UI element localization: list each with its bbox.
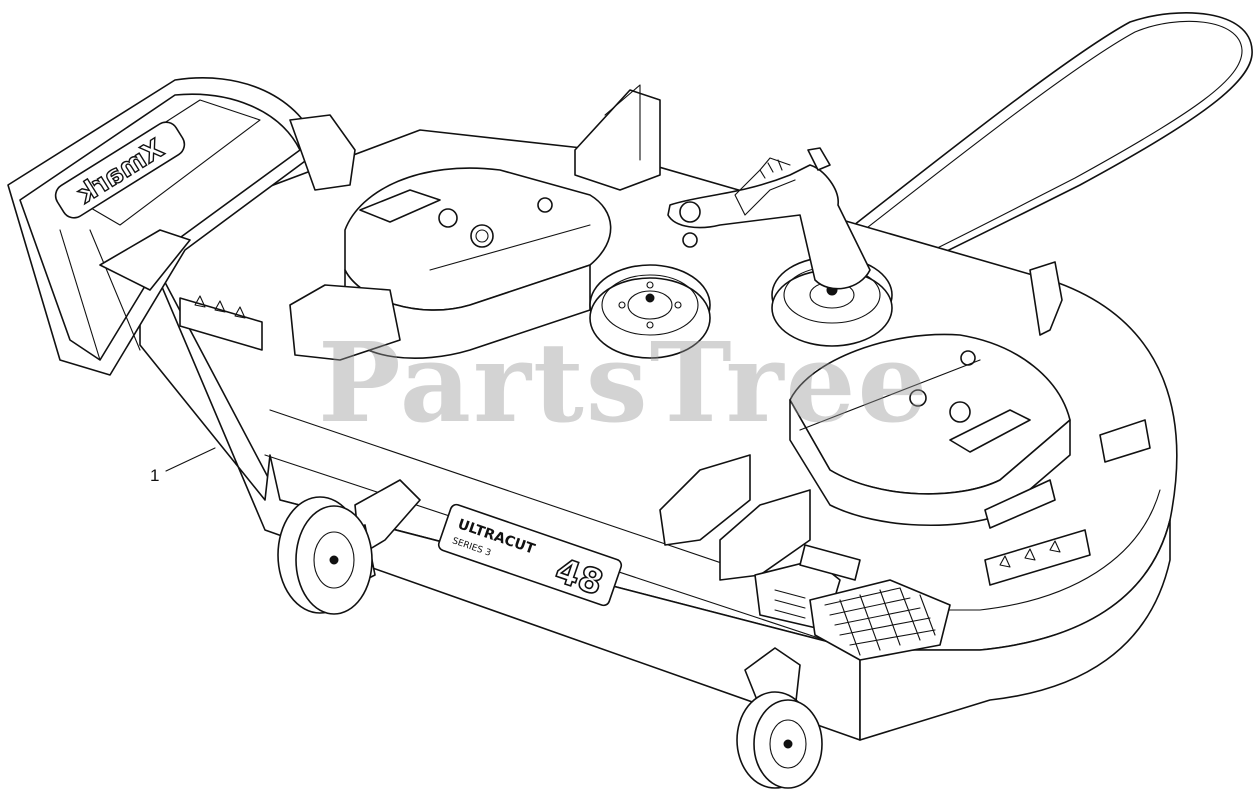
- right-spindle-cover: [789, 333, 1071, 527]
- idler-arm: [667, 147, 871, 290]
- callout-leader: [165, 447, 216, 472]
- discharge-chute: [7, 77, 356, 376]
- warning-decal-left: [179, 295, 263, 351]
- caster-wheel-right: [736, 647, 823, 789]
- callout-part-number: 1: [150, 466, 160, 485]
- drive-belt: [789, 12, 1253, 311]
- mount-brackets: [289, 261, 1063, 581]
- warning-decal-right: [984, 419, 1151, 586]
- left-spindle-cover: [344, 167, 612, 359]
- rear-baffle: [574, 84, 661, 191]
- center-pulley: [589, 264, 711, 359]
- caster-wheel-left: [277, 479, 421, 615]
- grip-pad: [809, 579, 951, 661]
